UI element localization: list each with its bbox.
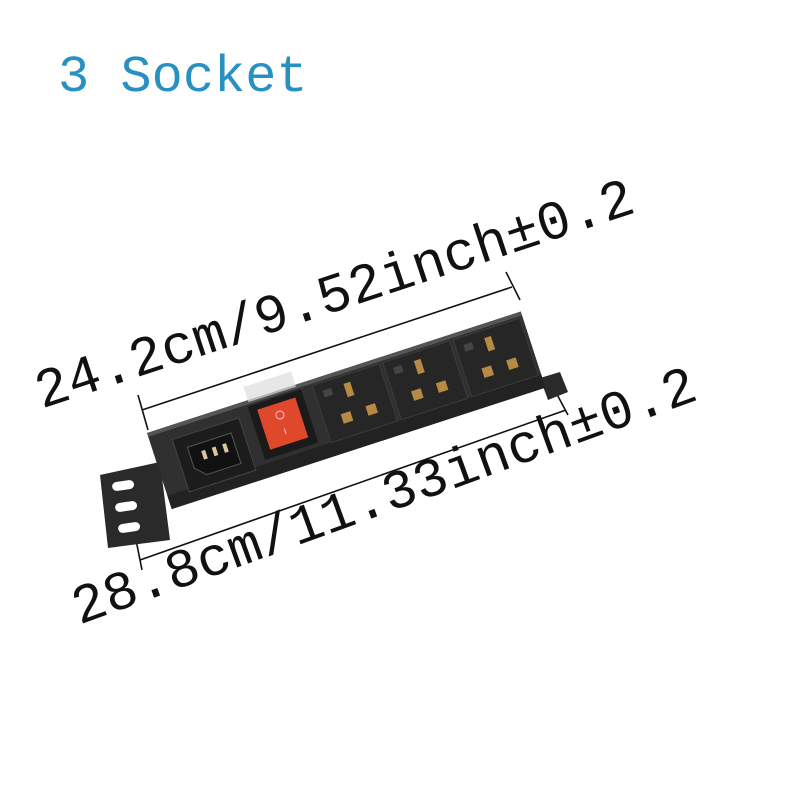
- socket-2: [382, 340, 469, 421]
- rack-ear-left: [100, 462, 170, 548]
- pdu-body: [147, 311, 546, 510]
- socket-3: [452, 317, 539, 398]
- power-switch[interactable]: [242, 370, 319, 460]
- rack-ear-right: [540, 372, 568, 400]
- title: 3 Socket: [58, 48, 308, 107]
- power-inlet: [171, 417, 257, 493]
- length-dimension-line: [139, 409, 567, 561]
- socket-1: [311, 363, 399, 444]
- width-dimension-line: [141, 286, 513, 411]
- dimension-lines: [133, 271, 569, 571]
